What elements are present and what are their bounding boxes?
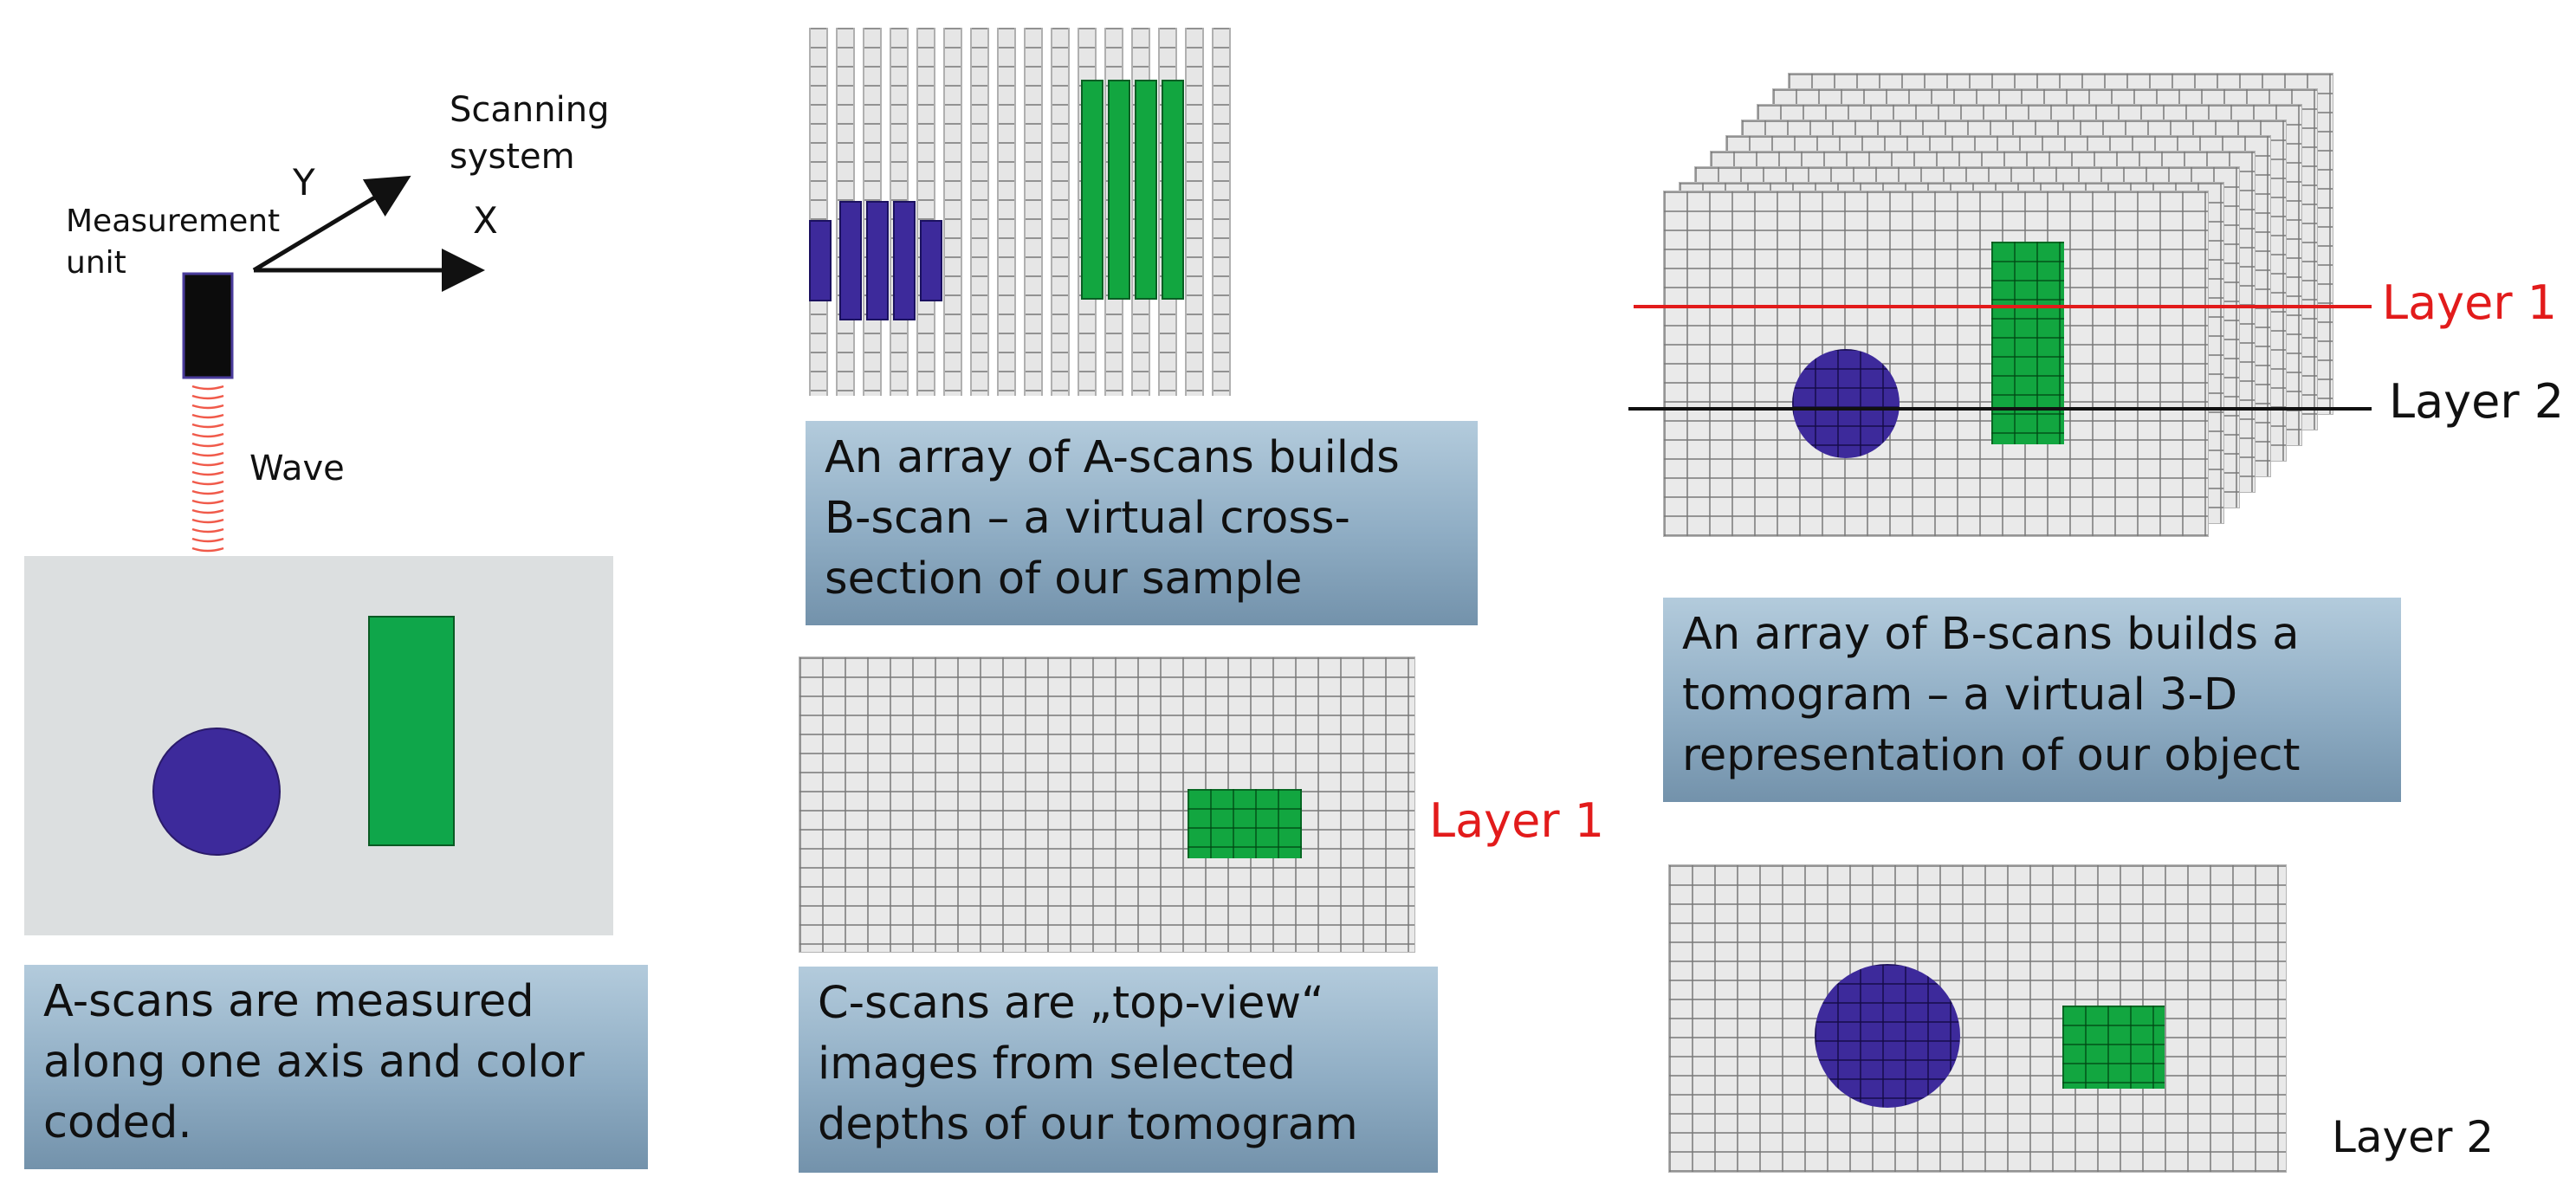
bscan-purple-segment xyxy=(839,201,862,320)
cscan-grid xyxy=(799,656,1415,953)
scanning-system-label: Scanning system xyxy=(450,90,610,177)
tomogram-purple-object xyxy=(1792,349,1900,458)
bscan-green-segment xyxy=(1135,80,1157,300)
bscan-caption: An array of A-scans builds B-scan – a vi… xyxy=(806,421,1478,625)
cscan-green-region xyxy=(1188,789,1302,858)
axis-x-label: X xyxy=(473,199,498,242)
bscan-purple-segment xyxy=(920,220,942,301)
cscan-layer1-label: Layer 1 xyxy=(1429,793,1605,848)
sample-circle xyxy=(152,728,281,856)
layer2-bottom-label: Layer 2 xyxy=(2332,1112,2495,1162)
measurement-unit-label: Measurement unit xyxy=(66,204,281,281)
bscan-purple-segment xyxy=(809,220,832,301)
layer2-purple-region xyxy=(1815,964,1960,1108)
ascan-strip xyxy=(1051,28,1070,396)
y-axis-arrow xyxy=(252,175,411,273)
ascan-strip xyxy=(809,28,828,396)
measurement-unit-probe xyxy=(182,272,234,379)
sample-rectangle xyxy=(368,616,455,846)
tomogram-caption: An array of B-scans builds a tomogram – … xyxy=(1663,598,2401,802)
ascan-strip xyxy=(970,28,989,396)
bscan-green-segment xyxy=(1108,80,1130,300)
layer-lines xyxy=(1628,305,2372,411)
ascan-strip xyxy=(943,28,962,396)
bscan-ascans-array xyxy=(809,28,1242,396)
bscan-purple-segment xyxy=(893,201,916,320)
tomogram-layer2-label: Layer 2 xyxy=(2389,374,2565,429)
cscan-caption: C-scans are „top-view“ images from selec… xyxy=(799,967,1438,1173)
ascan-strip xyxy=(916,28,935,396)
bscan-layer-front xyxy=(1663,191,2209,537)
wave-icon xyxy=(191,385,224,553)
tomogram-layer1-label: Layer 1 xyxy=(2382,275,2558,330)
bscan-purple-segment xyxy=(866,201,889,320)
ascan-strip xyxy=(1185,28,1204,396)
ascan-caption: A-scans are measured along one axis and … xyxy=(24,965,648,1169)
wave-label: Wave xyxy=(249,449,345,488)
layer2-green-region xyxy=(2062,1006,2165,1089)
layer2-cscan-grid xyxy=(1668,864,2287,1173)
sample-object xyxy=(24,556,613,935)
ascan-strip xyxy=(997,28,1016,396)
axis-y-label: Y xyxy=(293,161,315,204)
bscan-green-segment xyxy=(1162,80,1184,300)
ascan-strip xyxy=(1024,28,1043,396)
scanning-axes xyxy=(182,175,485,553)
ascan-strip xyxy=(1212,28,1231,396)
bscan-green-segment xyxy=(1081,80,1104,300)
